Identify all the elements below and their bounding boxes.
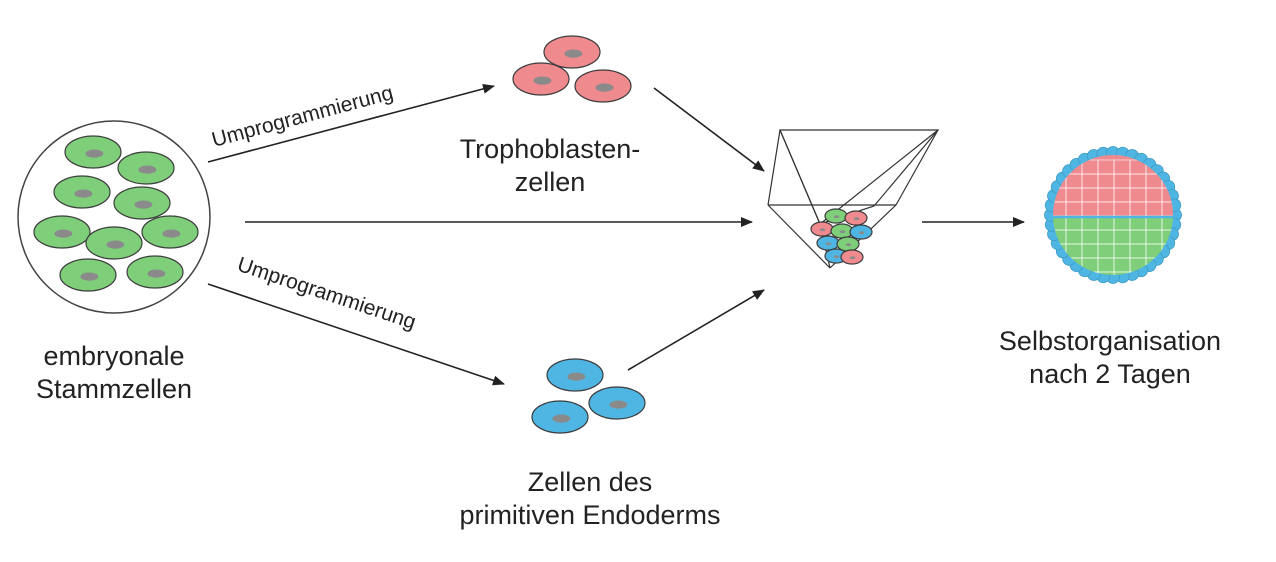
aggregate-cell bbox=[849, 224, 873, 240]
aggregate-cell bbox=[844, 210, 868, 226]
aggregate-cell bbox=[840, 249, 864, 265]
stem-cells-label-line2: Stammzellen bbox=[35, 374, 193, 404]
endoderm-cells bbox=[531, 358, 646, 434]
trophoblast-cell bbox=[574, 69, 632, 103]
aggregate-cell bbox=[816, 235, 840, 251]
reprogramming-arrow-upper bbox=[207, 83, 495, 163]
trophoblast-label-line2: zellen bbox=[514, 167, 586, 197]
reprogramming-label-lower: Umprogrammierung bbox=[234, 253, 418, 334]
stem-cell bbox=[59, 258, 117, 292]
stem-cell bbox=[113, 186, 171, 220]
aggregate-cell bbox=[836, 236, 860, 252]
self-organization-label: Selbstorganisation nach 2 Tagen bbox=[960, 325, 1260, 391]
trophoblast-label-line1: Trophoblasten- bbox=[459, 134, 641, 164]
endoderm-to-well-arrow bbox=[627, 289, 765, 371]
stem-cell bbox=[64, 135, 122, 169]
stem-cell bbox=[141, 215, 199, 249]
self-organization-label-line2: nach 2 Tagen bbox=[1029, 359, 1191, 389]
aggregate-cell bbox=[810, 221, 834, 237]
trophoblast-to-well-arrow bbox=[653, 87, 765, 172]
trophoblast-cell bbox=[543, 35, 601, 69]
reprogramming-arrow-lower bbox=[207, 283, 505, 386]
endoderm-label: Zellen des primitiven Endoderms bbox=[440, 466, 740, 532]
endoderm-cell bbox=[546, 358, 604, 392]
self-organized-structure bbox=[1044, 146, 1182, 284]
stem-cells-label: embryonale Stammzellen bbox=[14, 340, 214, 406]
trophoblast-cells bbox=[512, 35, 632, 103]
self-organization-label-line1: Selbstorganisation bbox=[998, 326, 1222, 356]
endoderm-cell bbox=[531, 400, 589, 434]
trophoblast-label: Trophoblasten- zellen bbox=[430, 133, 670, 199]
stem-cells-label-line1: embryonale bbox=[43, 341, 185, 371]
stem-cell bbox=[53, 175, 111, 209]
mixed-cell-aggregate bbox=[810, 208, 873, 265]
trophoblast-cell bbox=[512, 62, 570, 96]
endoderm-label-line1: Zellen des bbox=[527, 467, 653, 497]
stem-cell bbox=[117, 151, 175, 185]
pyramid-well bbox=[767, 129, 940, 269]
endoderm-cell bbox=[588, 386, 646, 420]
stem-cell bbox=[126, 255, 184, 289]
aggregate-cell bbox=[824, 208, 848, 224]
stem-cell bbox=[33, 215, 91, 249]
reprogramming-label-upper: Umprogrammierung bbox=[209, 81, 395, 152]
embryonic-stem-cells bbox=[17, 120, 211, 314]
endoderm-label-line2: primitiven Endoderms bbox=[459, 500, 721, 530]
stem-cell bbox=[85, 226, 143, 260]
